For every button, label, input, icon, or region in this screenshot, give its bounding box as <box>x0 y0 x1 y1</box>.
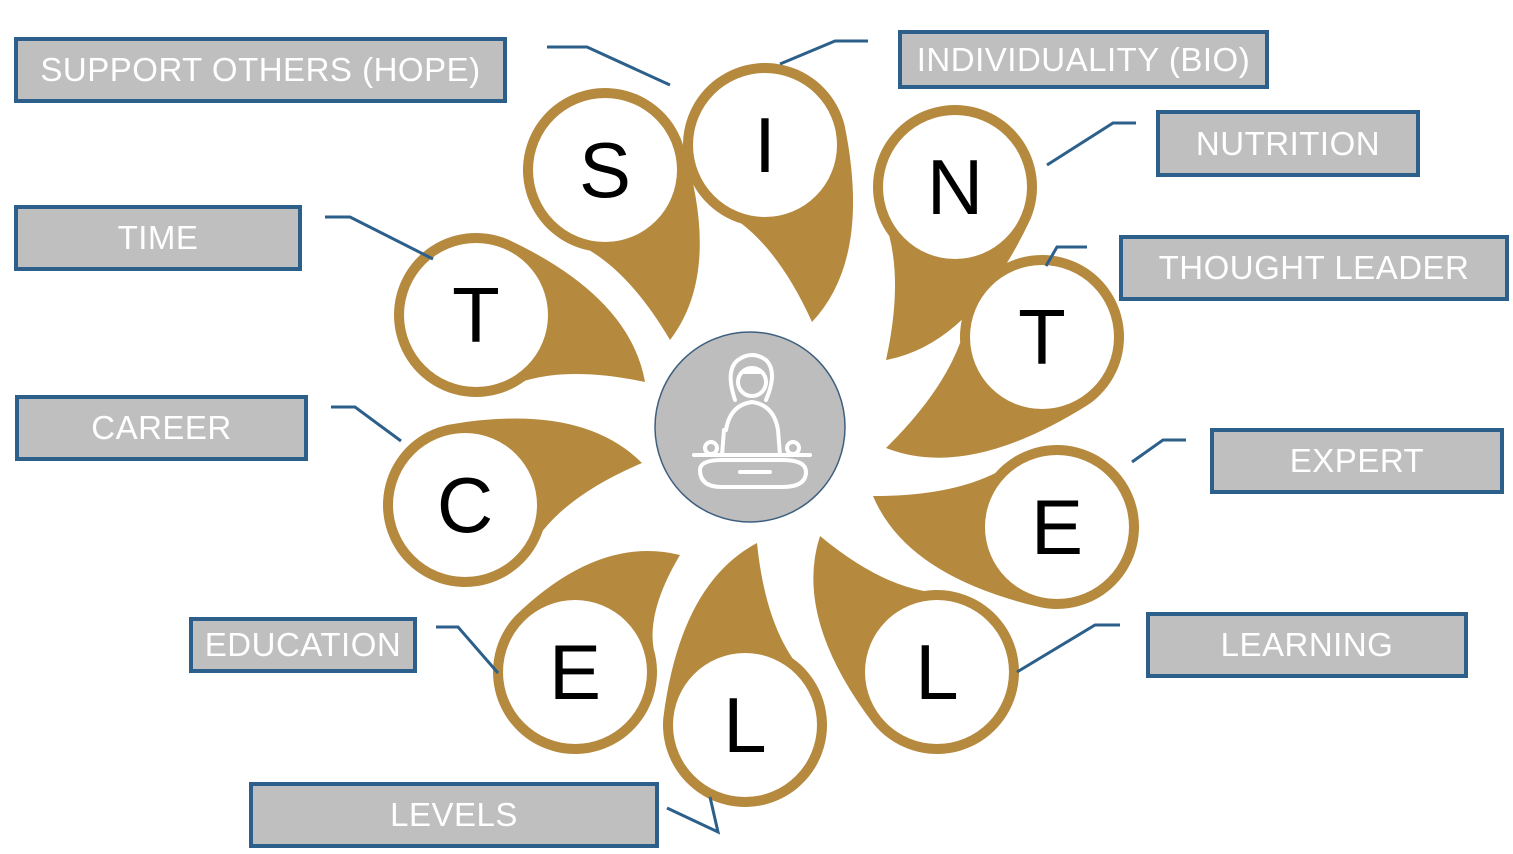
connector-line <box>1046 121 1136 167</box>
label-time: TIME <box>14 205 302 271</box>
petal-letter: S <box>579 126 631 214</box>
petal-circle <box>985 455 1129 599</box>
connector-line <box>1131 438 1186 464</box>
connector-line <box>666 796 721 835</box>
label-learning: LEARNING <box>1146 612 1468 678</box>
petal-circle <box>693 73 837 217</box>
petal-circle <box>970 265 1114 409</box>
connector-line <box>325 215 434 261</box>
label-expert: EXPERT <box>1210 428 1504 494</box>
label-education: EDUCATION <box>189 617 417 673</box>
label-levels: LEVELS <box>249 782 659 848</box>
petal-circle <box>533 98 677 242</box>
label-support-others: SUPPORT OTHERS (HOPE) <box>14 37 507 103</box>
label-nutrition: NUTRITION <box>1156 110 1420 177</box>
petal-letter: T <box>1018 293 1066 381</box>
petal-letter: E <box>549 628 601 716</box>
petal-circle <box>673 653 817 797</box>
connector-line <box>779 39 868 66</box>
petal-letter: L <box>723 681 766 769</box>
petal-letter: I <box>754 101 776 189</box>
label-individuality: INDIVIDUALITY (BIO) <box>898 30 1269 89</box>
petal-circle <box>393 433 537 577</box>
petal-letter: L <box>915 628 958 716</box>
petal-letter: C <box>437 461 493 549</box>
connector-line <box>331 405 402 443</box>
label-career: CAREER <box>15 395 308 461</box>
petal-letter: N <box>927 143 983 231</box>
petal-circle <box>883 115 1027 259</box>
connector-line <box>1016 623 1120 674</box>
petal-circle <box>404 243 548 387</box>
connector-line <box>436 625 500 674</box>
label-thought-leader: THOUGHT LEADER <box>1119 235 1509 301</box>
center-circle <box>654 331 846 523</box>
meditating-person-icon <box>692 353 812 489</box>
petal-letter: E <box>1031 483 1083 571</box>
petal-letter: T <box>452 271 500 359</box>
connector-line <box>547 45 671 87</box>
connector-line <box>1044 245 1087 267</box>
petal-circle <box>865 600 1009 744</box>
petal-circle <box>503 600 647 744</box>
